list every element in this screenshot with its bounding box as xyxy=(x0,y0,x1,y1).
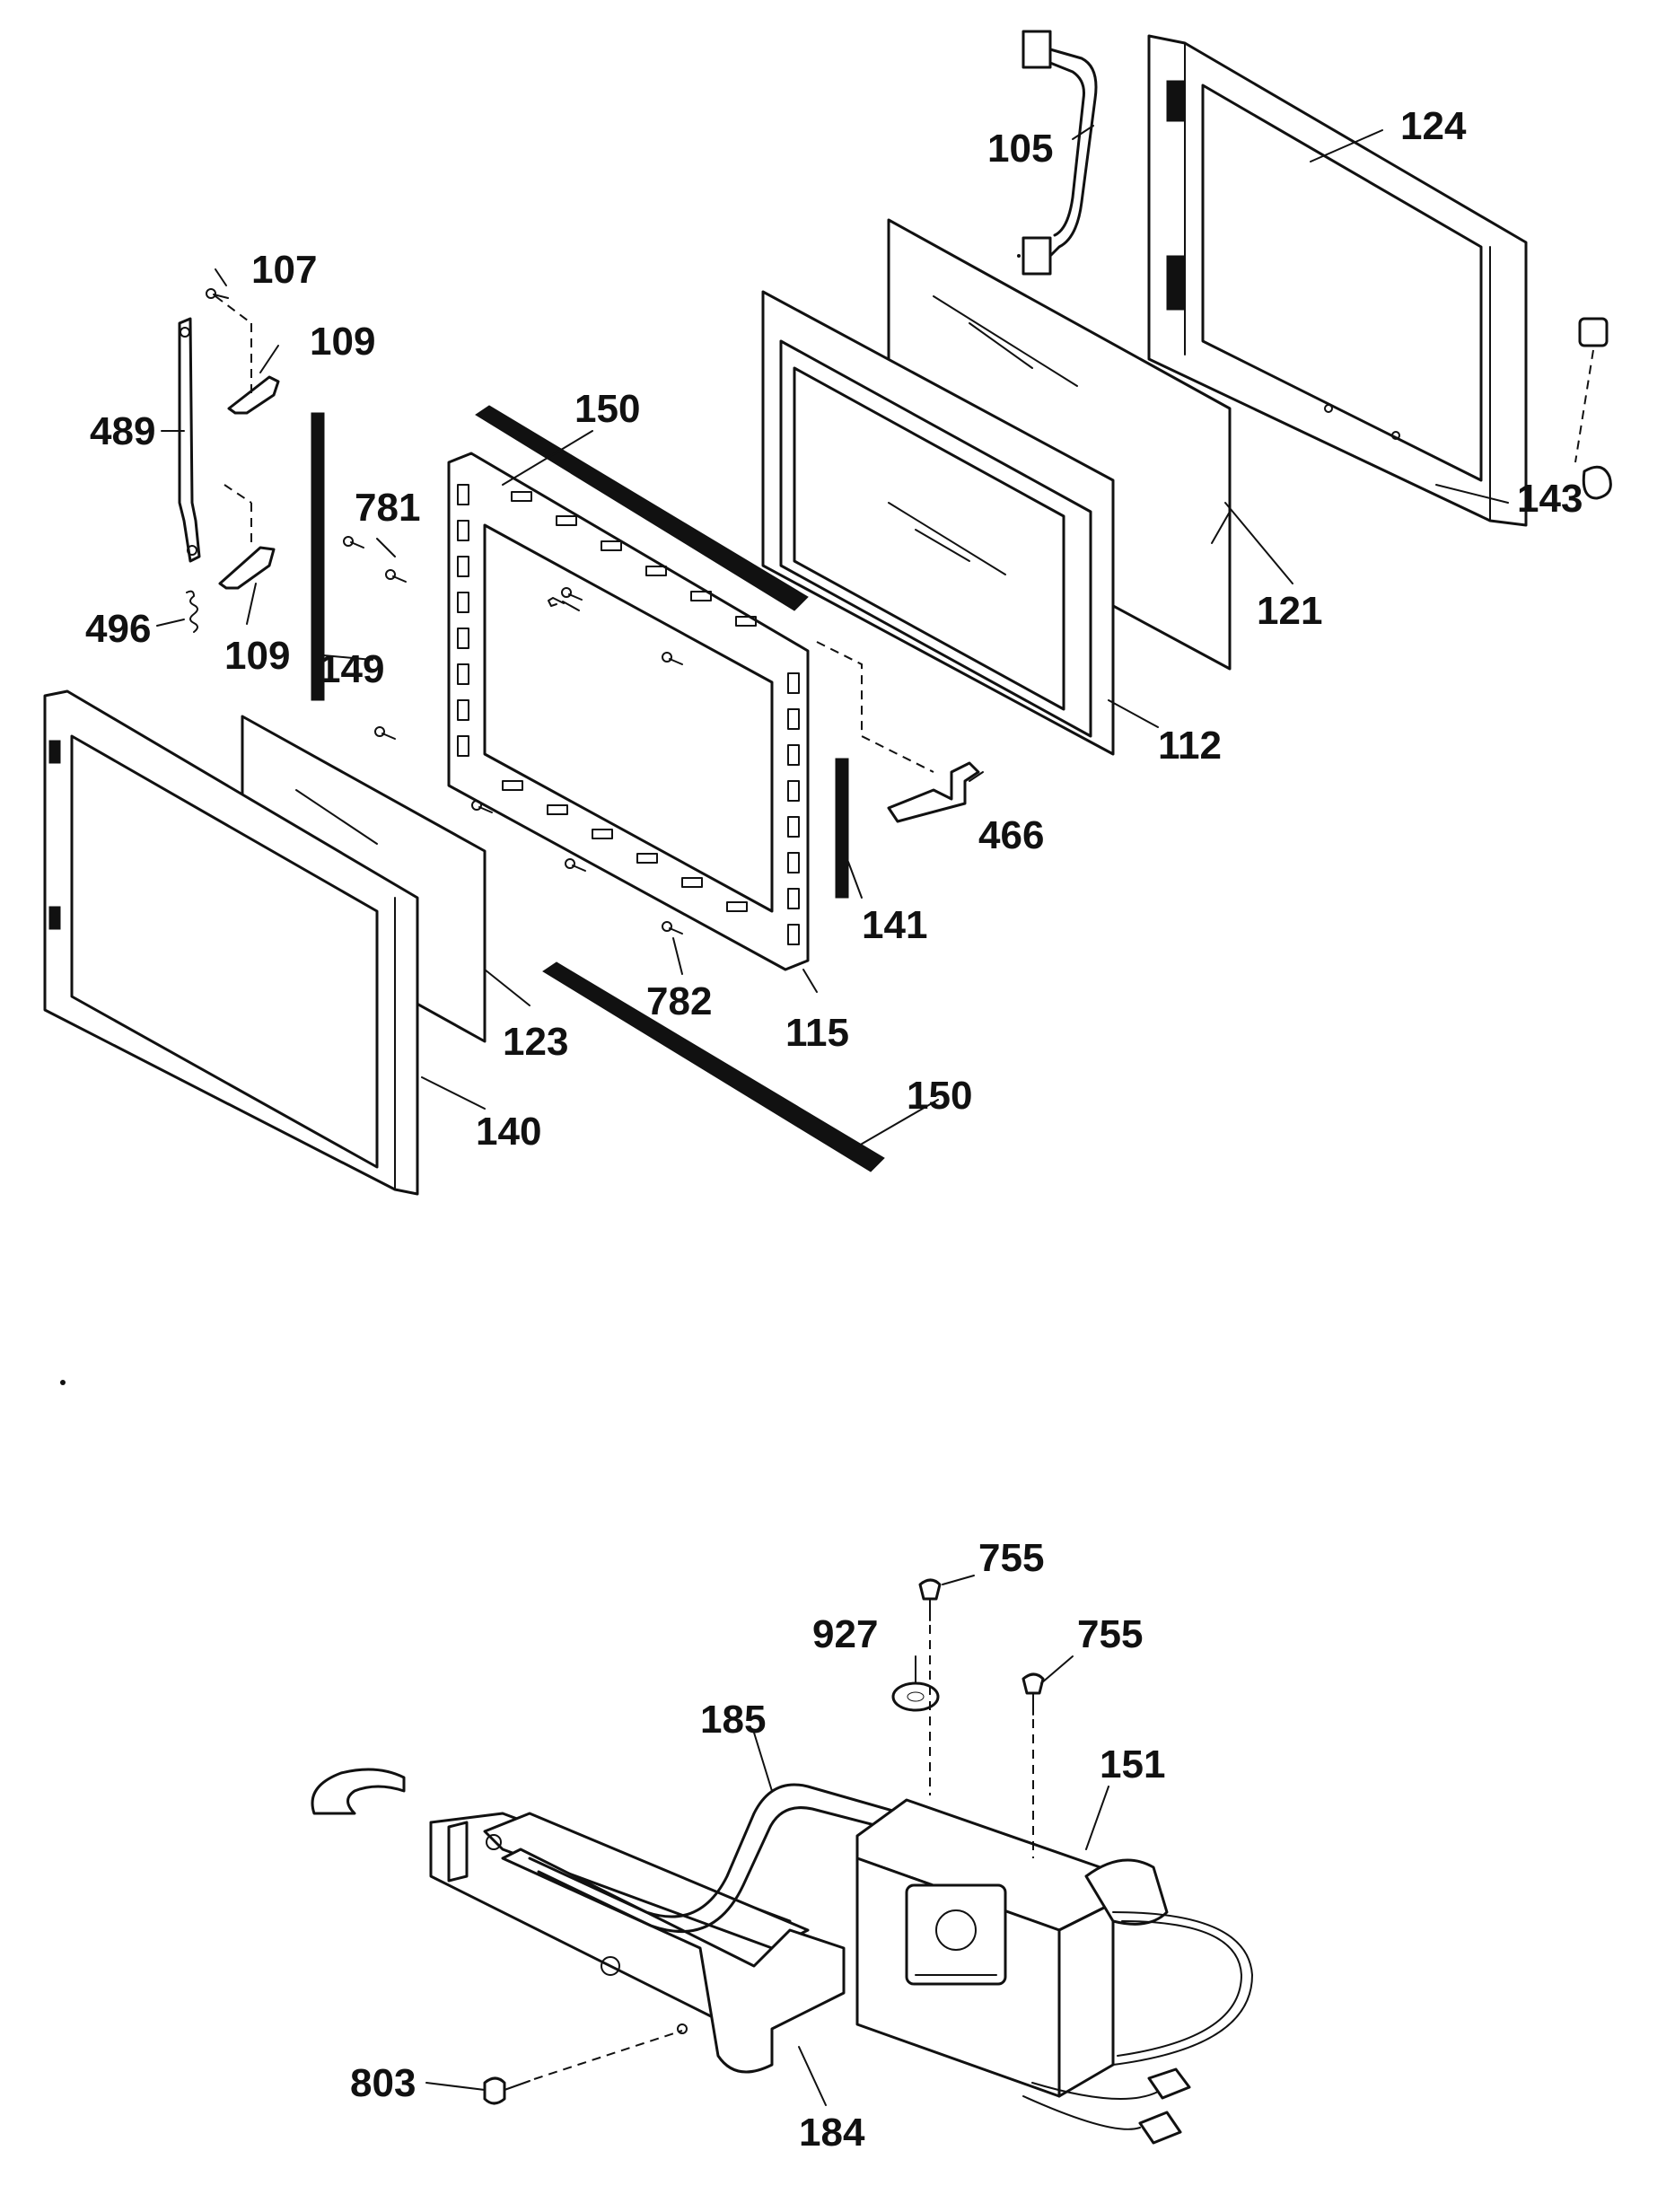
part-115-inner-frame xyxy=(447,452,810,971)
part-109-hinge-bracket-upper xyxy=(215,295,280,415)
label-112: 112 xyxy=(1158,724,1222,768)
part-184-latch-bracket xyxy=(311,1768,846,2074)
label-124: 124 xyxy=(1400,104,1467,148)
part-151-switch-housing xyxy=(855,1798,1253,2145)
part-489-hinge-arm xyxy=(178,317,201,563)
label-121: 121 xyxy=(1257,589,1322,633)
label-107: 107 xyxy=(251,248,317,292)
part-803-screw xyxy=(483,2030,683,2105)
part-143-clips xyxy=(1574,317,1612,500)
part-755-screw-top xyxy=(918,1578,942,1795)
part-124-door-frame xyxy=(1147,34,1528,527)
label-141: 141 xyxy=(862,903,927,947)
part-112-inner-panel xyxy=(761,290,1115,756)
screws-inner-frame xyxy=(343,536,683,935)
label-803: 803 xyxy=(350,2061,416,2105)
part-496-spring xyxy=(186,590,198,633)
label-496: 496 xyxy=(85,607,151,651)
part-466-bracket xyxy=(816,641,980,823)
label-184: 184 xyxy=(799,2111,865,2155)
label-466: 466 xyxy=(978,813,1044,857)
label-489: 489 xyxy=(90,409,155,453)
part-927-washer xyxy=(891,1681,940,1712)
label-782: 782 xyxy=(646,979,712,1023)
part-140-front-frame xyxy=(43,689,419,1196)
stray-dot xyxy=(60,1380,66,1385)
part-141-seal-strip xyxy=(835,758,849,899)
label-755-right: 755 xyxy=(1077,1612,1143,1656)
part-107-screw xyxy=(206,288,229,299)
label-109-upper: 109 xyxy=(310,320,375,364)
part-105-strap xyxy=(1022,30,1098,276)
leader-lines-lower xyxy=(425,1575,1109,2106)
label-149: 149 xyxy=(319,647,384,691)
part-150-top-strip xyxy=(475,405,809,611)
leader-lines-upper xyxy=(156,125,1383,1150)
label-123: 123 xyxy=(503,1020,568,1064)
part-149-seal-strip xyxy=(311,412,325,701)
label-185: 185 xyxy=(700,1698,766,1742)
part-109-hinge-bracket-lower xyxy=(218,484,276,590)
part-150-bottom-strip xyxy=(542,961,885,1172)
label-105: 105 xyxy=(987,127,1053,171)
stray-dot xyxy=(1017,254,1021,258)
part-labels: 105 124 107 109 489 150 781 143 121 496 … xyxy=(85,104,1583,2155)
label-109-lower: 109 xyxy=(224,634,290,678)
label-927: 927 xyxy=(812,1612,878,1656)
label-150-bottom: 150 xyxy=(907,1074,972,1118)
label-140: 140 xyxy=(476,1110,541,1154)
label-115: 115 xyxy=(785,1011,849,1055)
label-755-top: 755 xyxy=(978,1536,1044,1580)
label-781: 781 xyxy=(355,486,420,530)
part-755-screw-right xyxy=(1022,1672,1045,1858)
label-151: 151 xyxy=(1100,1742,1165,1786)
label-143: 143 xyxy=(1517,477,1583,521)
label-150-top: 150 xyxy=(574,387,640,431)
